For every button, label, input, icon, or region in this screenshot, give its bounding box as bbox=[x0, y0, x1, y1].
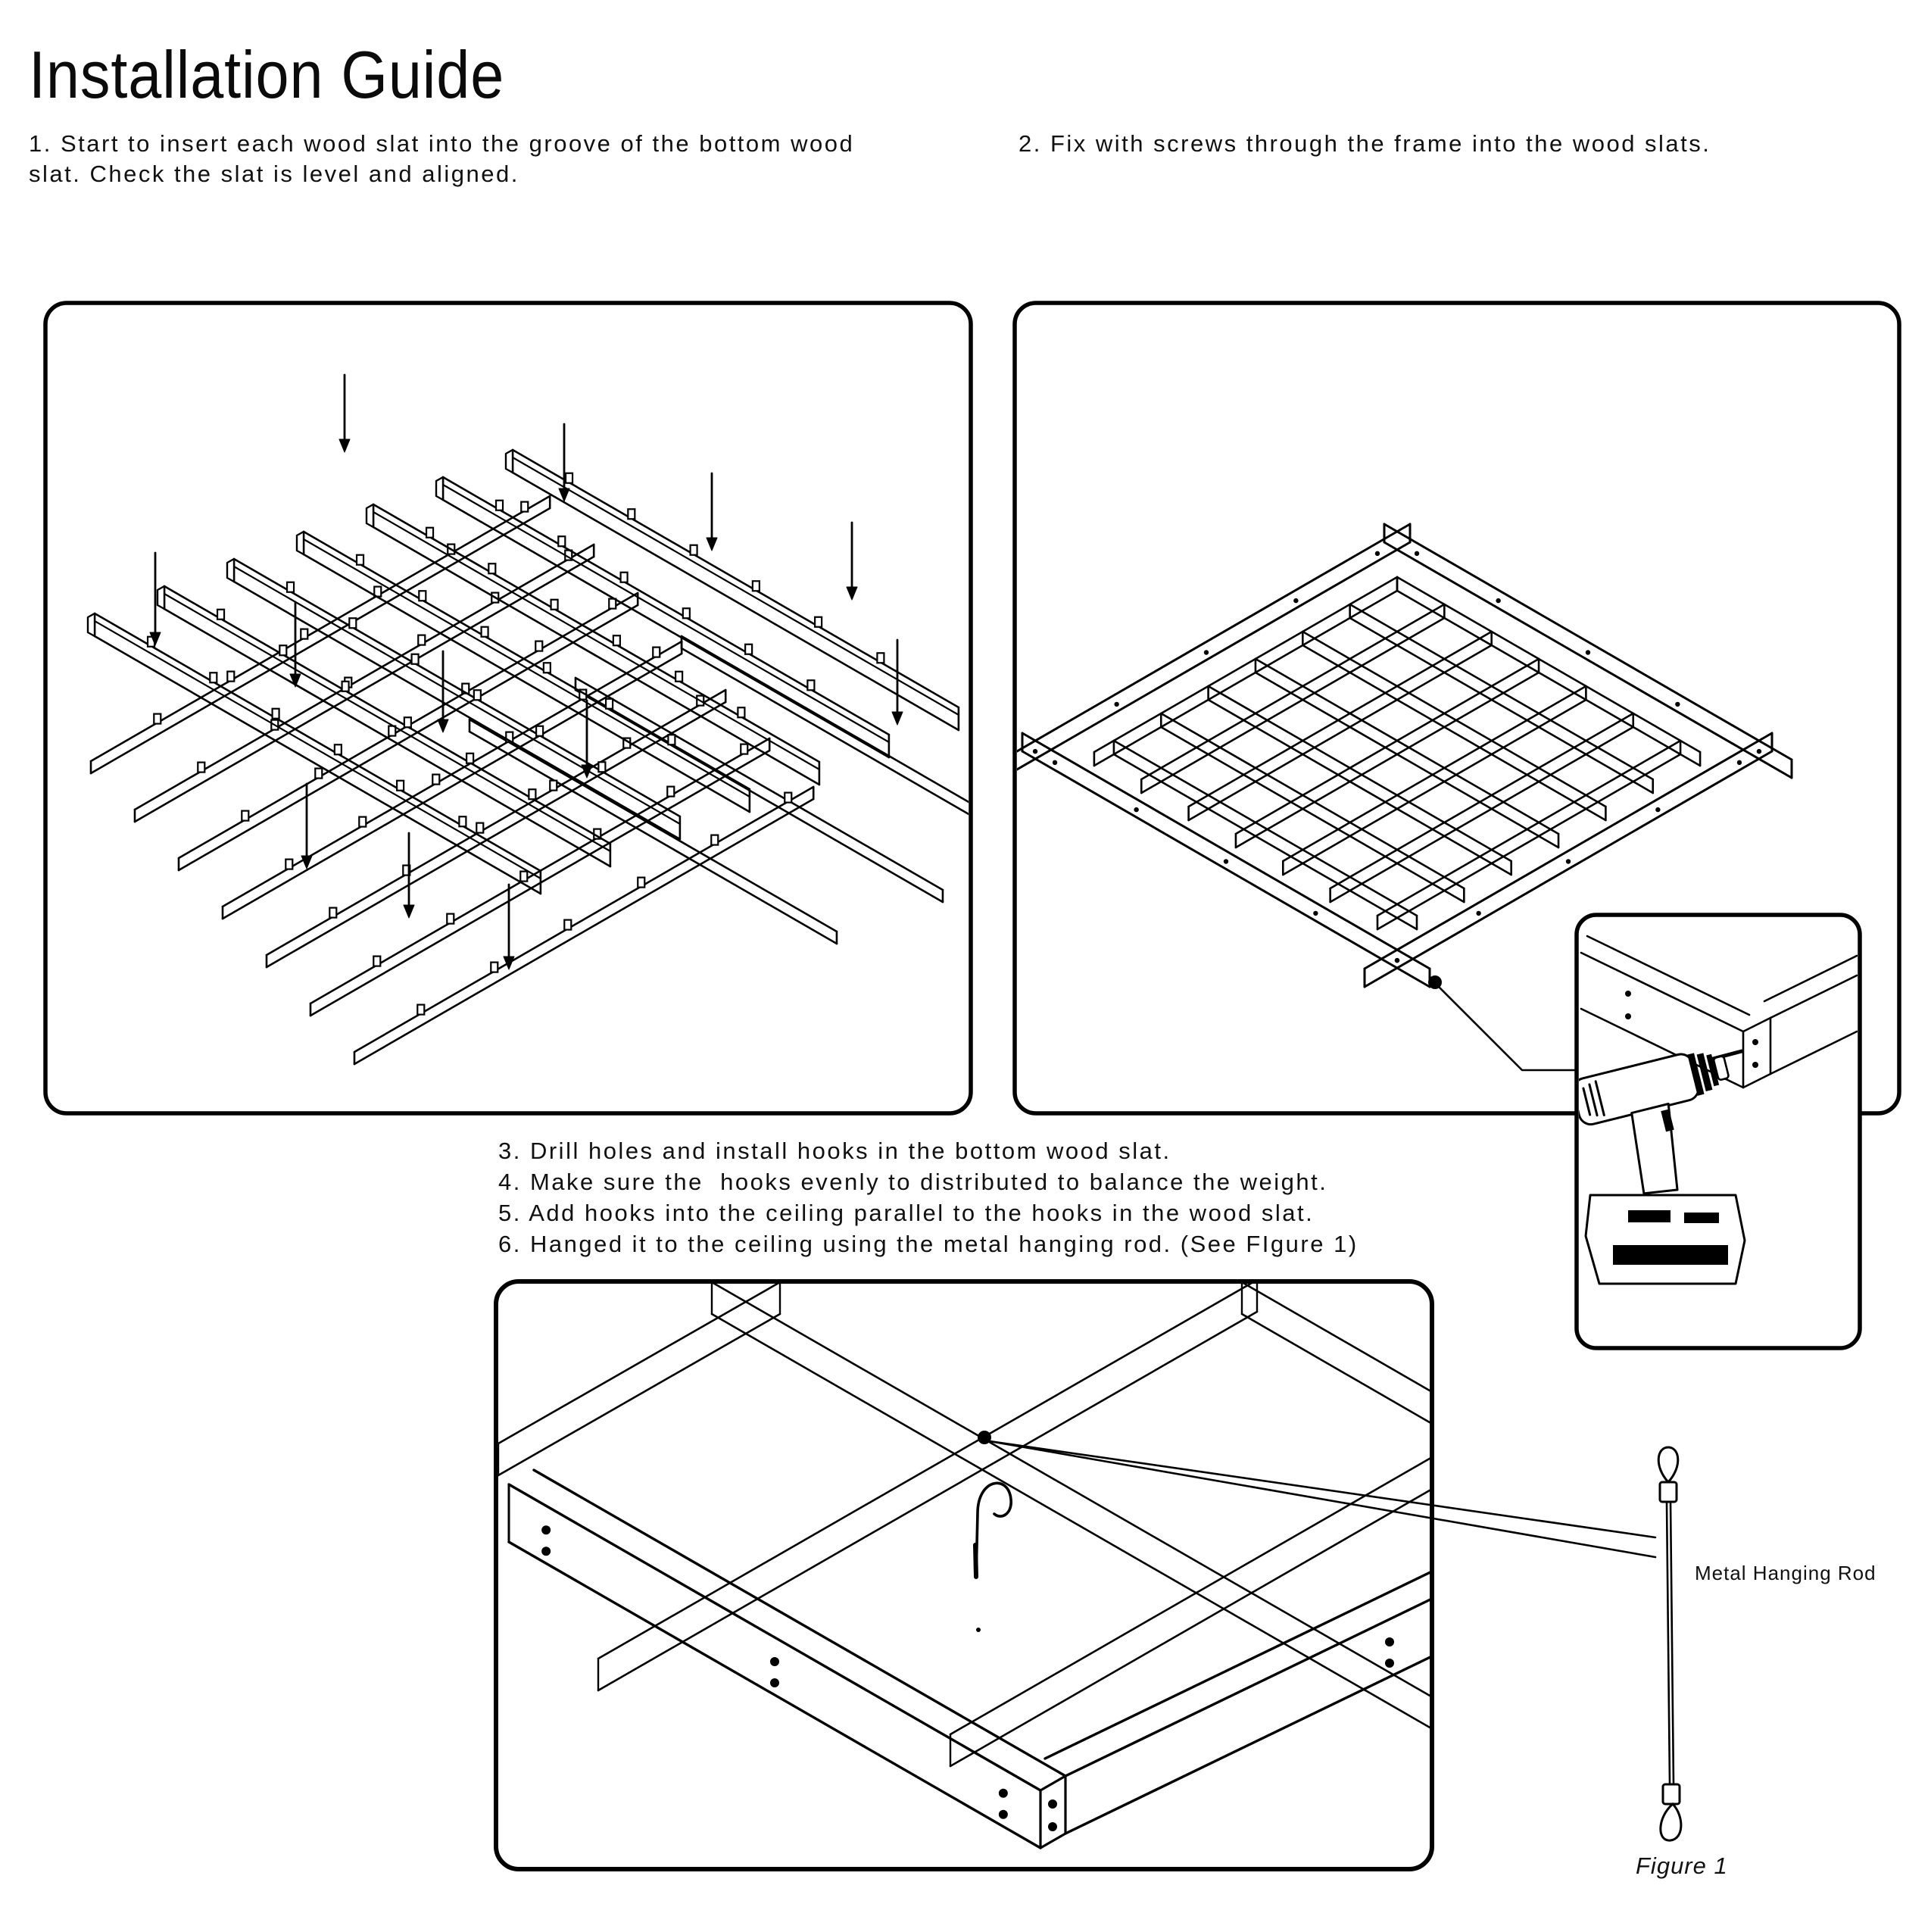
step-5-text: 5. Add hooks into the ceiling parallel t… bbox=[498, 1200, 1315, 1226]
drill-inset-diagram bbox=[1574, 913, 1862, 1350]
leader-line-to-rod bbox=[988, 1440, 1657, 1559]
drill-battery bbox=[1584, 1194, 1746, 1285]
step-4-text: 4. Make sure the hooks evenly to distrib… bbox=[498, 1169, 1328, 1195]
metal-hanging-rod-label: Metal Hanging Rod bbox=[1695, 1562, 1876, 1584]
leader-line-to-drill-inset bbox=[1438, 986, 1576, 1072]
hook-closeup-diagram bbox=[498, 1284, 1430, 1849]
figure-caption: Figure 1 bbox=[1636, 1852, 1728, 1879]
step-1-text: 1. Start to insert each wood slat into t… bbox=[29, 130, 855, 187]
drill-inset-art bbox=[1579, 935, 1858, 1285]
drill bbox=[1579, 1053, 1730, 1195]
ceiling-hook bbox=[973, 1481, 1012, 1579]
steps-3-6-block: 3. Drill holes and install hooks in the … bbox=[498, 1136, 1359, 1260]
panel-step2-diagram bbox=[1017, 523, 1793, 988]
step-3-text: 3. Drill holes and install hooks in the … bbox=[498, 1138, 1171, 1164]
page-title: Installation Guide bbox=[29, 37, 505, 112]
step-6-text: 6. Hanged it to the ceiling using the me… bbox=[498, 1231, 1359, 1257]
panel-step1-diagram bbox=[86, 373, 969, 1066]
metal-hanging-rod-figure bbox=[1657, 1446, 1683, 1842]
step-2-text: 2. Fix with screws through the frame int… bbox=[1019, 130, 1711, 157]
